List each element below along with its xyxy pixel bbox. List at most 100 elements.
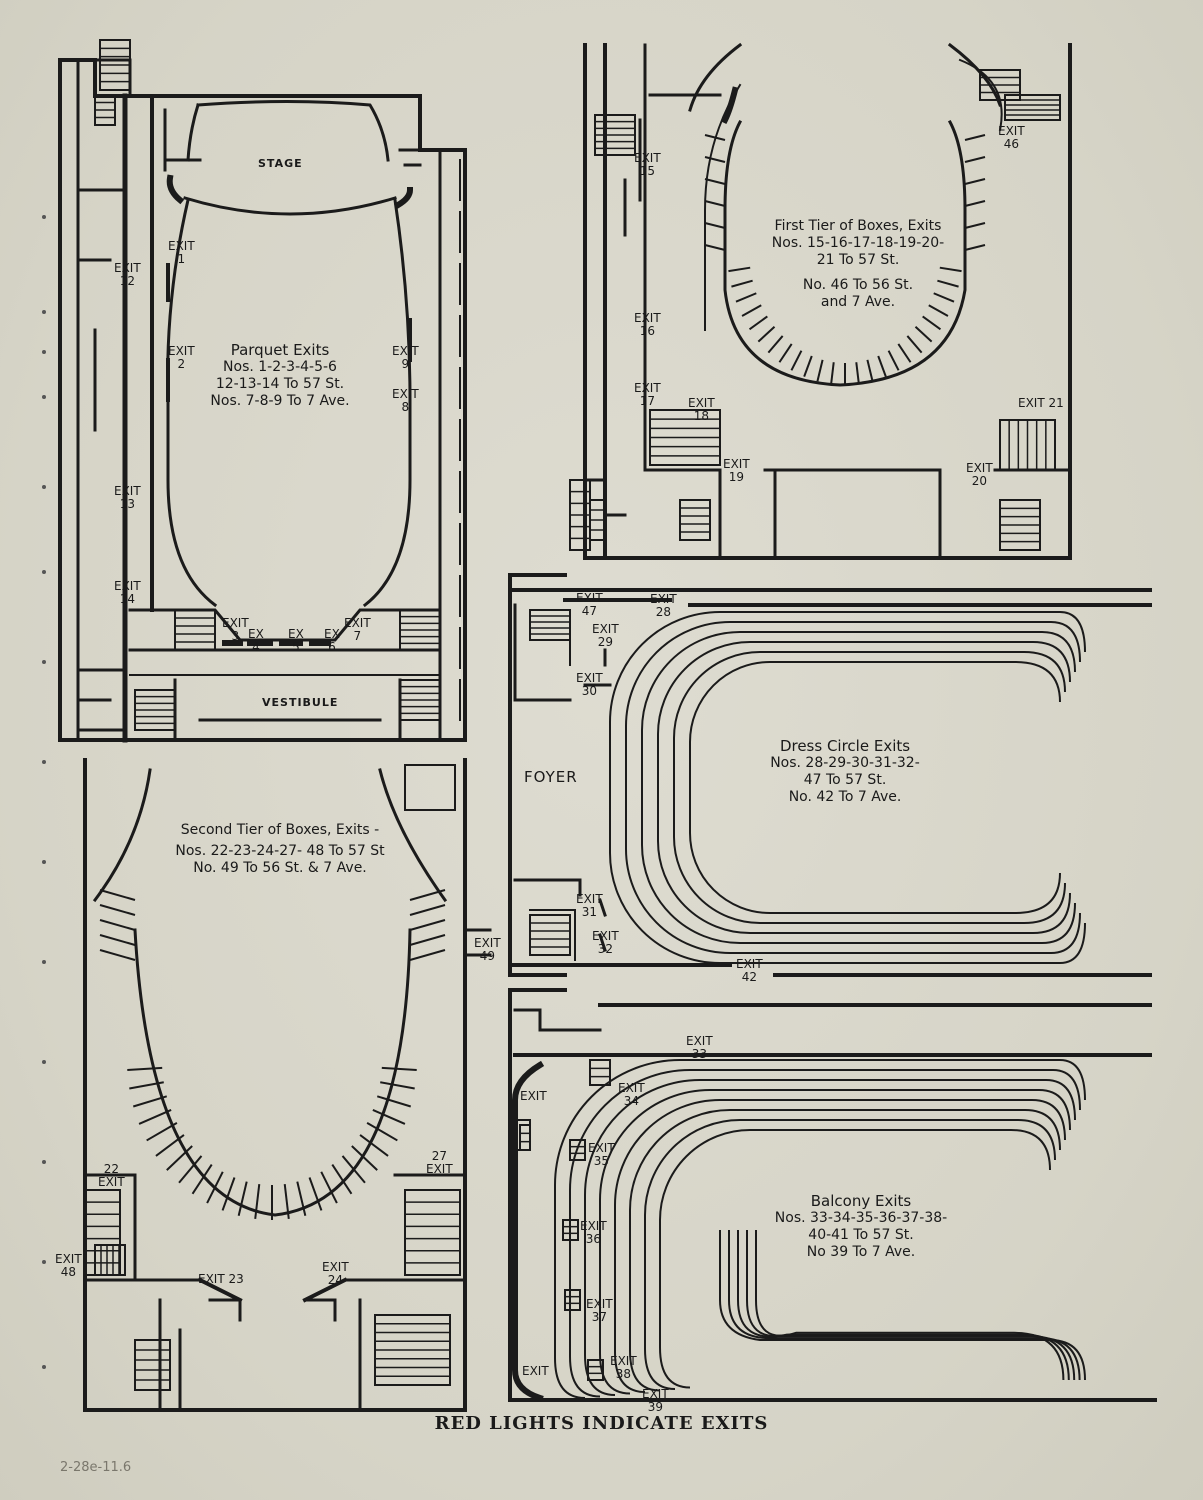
balcony-row-end <box>1031 1099 1066 1141</box>
exit-marker-text: 22 <box>103 1162 119 1176</box>
exit-marker-text: EXIT <box>610 1354 637 1368</box>
exit-marker-text: EXIT <box>474 936 501 950</box>
box-partitions <box>99 134 986 1220</box>
box-divider <box>206 1171 224 1204</box>
balcony-row <box>644 1119 1018 1390</box>
stair-block <box>174 609 216 651</box>
exit-marker-text: 29 <box>597 635 613 649</box>
exit-marker-text: EXIT <box>114 484 141 498</box>
exit-marker-text: 24 <box>327 1273 343 1287</box>
box-divider <box>129 1081 164 1090</box>
dress-circle-row-end <box>1059 611 1086 964</box>
exit-marker-text: 48 <box>60 1265 76 1279</box>
dress-circle-line: 47 To 57 St. <box>803 772 887 788</box>
exit-marker-text: 46 <box>1003 137 1019 151</box>
first-tier-line: Nos. 15-16-17-18-19-20- <box>771 235 945 251</box>
balcony-row-end <box>1017 1119 1056 1161</box>
box-divider <box>380 1081 415 1090</box>
stair-block <box>569 1139 586 1161</box>
exit-lights-footer: RED LIGHTS INDICATE EXITS <box>434 1413 769 1434</box>
box-divider <box>409 919 446 931</box>
exit-marker-text: EXIT <box>344 616 371 630</box>
balcony-row-end <box>1010 1129 1051 1171</box>
dress-circle-row <box>673 651 1024 924</box>
box-divider <box>855 362 860 385</box>
exit-marker-text: EXIT <box>998 124 1025 138</box>
box-divider <box>409 889 446 901</box>
box-divider <box>99 934 136 946</box>
box-divider <box>964 178 986 185</box>
balcony-row-end <box>1052 1069 1081 1111</box>
stair-block <box>587 1359 604 1381</box>
box-divider <box>937 279 959 288</box>
exit-marker-text: 13 <box>119 497 135 511</box>
exit-marker-text: 17 <box>639 394 655 408</box>
exit-marker-text: EXIT <box>322 1260 349 1274</box>
exit-marker-text: EXIT <box>576 591 603 605</box>
exit-marker-text: 35 <box>593 1154 609 1168</box>
exit-marker-text: 4 <box>252 640 260 654</box>
exit-marker-text: EXIT <box>580 1219 607 1233</box>
box-divider <box>331 1164 353 1195</box>
first-tier-line: No. 46 To 56 St. <box>802 277 914 293</box>
box-divider <box>409 904 446 916</box>
stair-block <box>679 499 711 541</box>
box-divider <box>803 355 813 378</box>
exit-marker-text: EXIT <box>686 1034 713 1048</box>
box-divider <box>816 359 824 382</box>
dress-circle-row <box>625 621 1051 954</box>
stair-block <box>564 1289 581 1311</box>
balcony-row <box>629 1109 1025 1392</box>
exit-marker-text: EXIT <box>392 344 419 358</box>
box-divider <box>877 355 887 378</box>
box-divider <box>830 362 835 385</box>
exit-marker: EXIT <box>520 1090 547 1103</box>
box-divider <box>138 1109 172 1125</box>
parquet-title: Parquet Exits <box>230 341 330 359</box>
exit-marker-text: EXIT <box>522 1364 549 1378</box>
box-divider <box>704 200 726 207</box>
stair-block <box>529 609 571 641</box>
stage-label: STAGE <box>258 157 303 170</box>
exit-marker-text: EXIT <box>392 387 419 401</box>
box-divider <box>237 1181 248 1216</box>
balcony-row-end <box>1038 1089 1071 1131</box>
balcony-row <box>599 1089 1039 1395</box>
exit-marker-text: 37 <box>591 1310 607 1324</box>
foyer-label: FOYER <box>524 768 578 786</box>
exit-marker-text: 3 <box>231 629 240 643</box>
box-divider <box>939 266 962 273</box>
box-divider <box>928 304 949 317</box>
box-divider <box>366 1121 398 1142</box>
exit-marker-text: 14 <box>119 592 135 606</box>
box-divider <box>409 934 446 946</box>
stair-block <box>1004 94 1061 121</box>
dress-circle-row-end <box>1014 661 1061 914</box>
exit-marker-text: 39 <box>647 1400 663 1414</box>
exit-marker-text: 20 <box>971 474 987 488</box>
box-divider <box>767 335 784 354</box>
exit-marker-text: EXIT <box>168 239 195 253</box>
box-divider <box>409 949 446 961</box>
box-divider <box>351 1145 378 1171</box>
exit-marker: EXIT 23 <box>198 1273 244 1286</box>
box-divider <box>283 1184 290 1220</box>
balcony-lower-row <box>755 1230 1065 1381</box>
box-divider <box>922 315 942 331</box>
